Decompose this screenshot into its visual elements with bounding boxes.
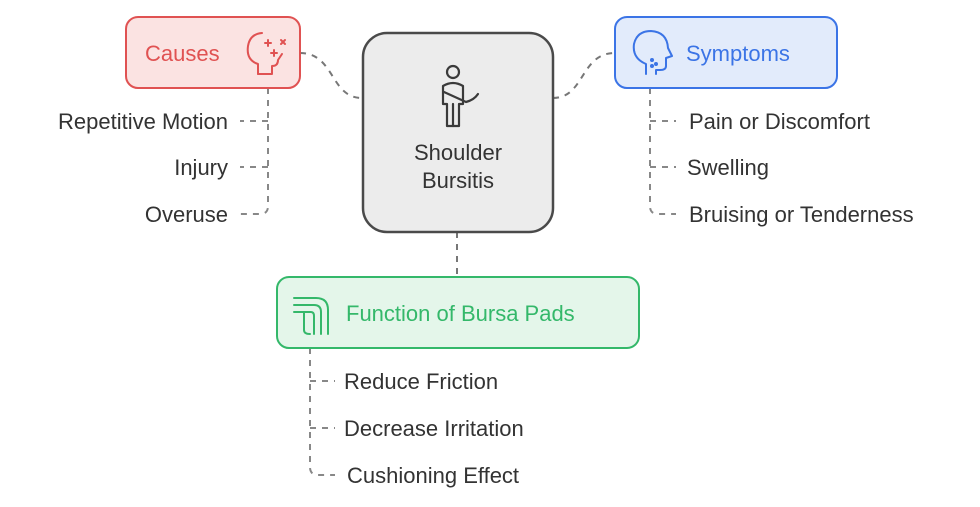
- function-node: Function of Bursa Pads: [276, 276, 640, 349]
- function-item: Decrease Irritation: [344, 416, 524, 441]
- connector-causes: [299, 52, 363, 99]
- connector-symptoms: [552, 52, 616, 99]
- item-labels: Repetitive Motion Injury Overuse Pain or…: [58, 109, 914, 488]
- function-box: [276, 276, 640, 349]
- center-label-line1: Shoulder: [414, 140, 502, 165]
- symptoms-item: Swelling: [687, 155, 769, 180]
- causes-item: Overuse: [145, 202, 228, 227]
- function-item: Reduce Friction: [344, 369, 498, 394]
- branch-lines: [240, 88, 676, 476]
- symptoms-box: [614, 16, 838, 89]
- center-label-line2: Bursitis: [422, 168, 494, 193]
- branch-function-trunk: [309, 348, 335, 476]
- causes-node: Causes: [125, 16, 301, 89]
- branch-symptoms-trunk: [649, 88, 676, 215]
- function-title: Function of Bursa Pads: [346, 301, 575, 326]
- symptoms-node: Symptoms: [614, 16, 838, 89]
- causes-title: Causes: [145, 41, 220, 66]
- arm-sling-person-icon: [441, 64, 480, 128]
- symptoms-item: Bruising or Tenderness: [689, 202, 914, 227]
- connectors: [299, 52, 616, 275]
- head-face-icon: [632, 30, 673, 75]
- symptoms-item: Pain or Discomfort: [689, 109, 870, 134]
- symptoms-title: Symptoms: [686, 41, 790, 66]
- head-brain-sparkle-icon: [246, 32, 286, 75]
- joint-pad-icon: [293, 297, 329, 335]
- branch-causes-trunk: [240, 88, 269, 215]
- center-node: Shoulder Bursitis: [361, 31, 555, 234]
- center-node-box: [361, 31, 555, 234]
- function-item: Cushioning Effect: [347, 463, 519, 488]
- causes-item: Injury: [174, 155, 228, 180]
- causes-item: Repetitive Motion: [58, 109, 228, 134]
